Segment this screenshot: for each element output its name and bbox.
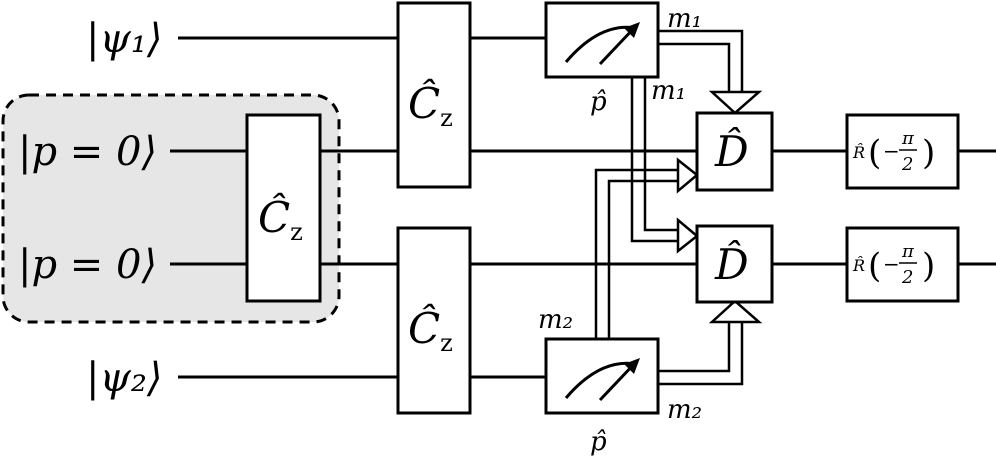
rotation-gate-2-den: 2 (901, 267, 913, 288)
rotation-gate-2: R̂ ( − π 2 ) (845, 226, 960, 303)
rotation-gate-1: R̂ ( − π 2 ) (845, 113, 960, 190)
rotation-gate-1-symbol: R̂ (852, 143, 865, 162)
m2-arrow-d1 (676, 157, 699, 194)
classical-wires (594, 29, 763, 386)
meter-2-operator: p̂ (590, 427, 607, 457)
meter-1-output-label: m₁ (667, 4, 702, 34)
meter-1-operator: p̂ (590, 87, 607, 117)
m1-down-inner (643, 77, 680, 232)
cz-gate-resource-symbol: Ĉz (258, 192, 303, 246)
cz-gate-top: Ĉz (396, 1, 472, 189)
meter-2-feed-label: m₂ (538, 305, 573, 335)
m2-arrow-d2 (708, 299, 763, 324)
m2-up-inner (607, 179, 680, 339)
m2-up-outer (594, 168, 680, 339)
m1-arrow-d1 (708, 90, 763, 115)
rotation-gate-1-minus: − (883, 139, 900, 163)
rotation-gate-1-rparen: ) (922, 133, 935, 173)
displacement-gate-2: D̂ (695, 224, 774, 304)
m1-wire-outer (658, 29, 744, 92)
wires (170, 36, 996, 379)
rotation-gate-2-rparen: ) (922, 246, 935, 286)
rotation-gate-2-lparen: ( (868, 246, 881, 286)
input-p0-top: |p = 0⟩ (18, 129, 157, 175)
displacement-gate-2-symbol: D̂ (714, 238, 749, 289)
input-psi2: |ψ₂⟩ (86, 355, 162, 401)
displacement-gate-1: D̂ (695, 111, 774, 192)
input-labels: |ψ₁⟩ |p = 0⟩ |p = 0⟩ |ψ₂⟩ (18, 16, 162, 401)
m2-wire-outer (658, 322, 744, 386)
rotation-gate-2-symbol: R̂ (852, 256, 865, 275)
meter-1 (544, 1, 660, 79)
m1-arrow-d2 (676, 217, 699, 254)
meter-2-output-label: m₂ (667, 395, 702, 425)
displacement-gate-1-symbol: D̂ (714, 125, 749, 176)
meter-1-feed-label: m₁ (651, 76, 686, 106)
rotation-gate-2-minus: − (883, 252, 900, 276)
meter-2-needle-head (624, 358, 640, 374)
meter-1-needle-head (624, 22, 640, 38)
m1-down-outer (630, 77, 680, 243)
rotation-gate-1-lparen: ( (868, 133, 881, 173)
rotation-gate-1-den: 2 (901, 154, 913, 175)
cz-gate-top-symbol: Ĉz (408, 78, 453, 132)
m1-wire-inner (658, 42, 731, 92)
meter-2 (544, 337, 660, 415)
cz-gate-bottom: Ĉz (396, 226, 472, 415)
cz-gate-resource: Ĉz (245, 113, 322, 303)
input-p0-bottom: |p = 0⟩ (18, 242, 157, 288)
rotation-gate-1-pi: π (901, 128, 915, 149)
cz-gate-bottom-symbol: Ĉz (408, 303, 453, 357)
input-psi1: |ψ₁⟩ (86, 16, 162, 62)
rotation-gate-2-pi: π (901, 241, 915, 262)
m2-wire-inner (658, 322, 731, 373)
